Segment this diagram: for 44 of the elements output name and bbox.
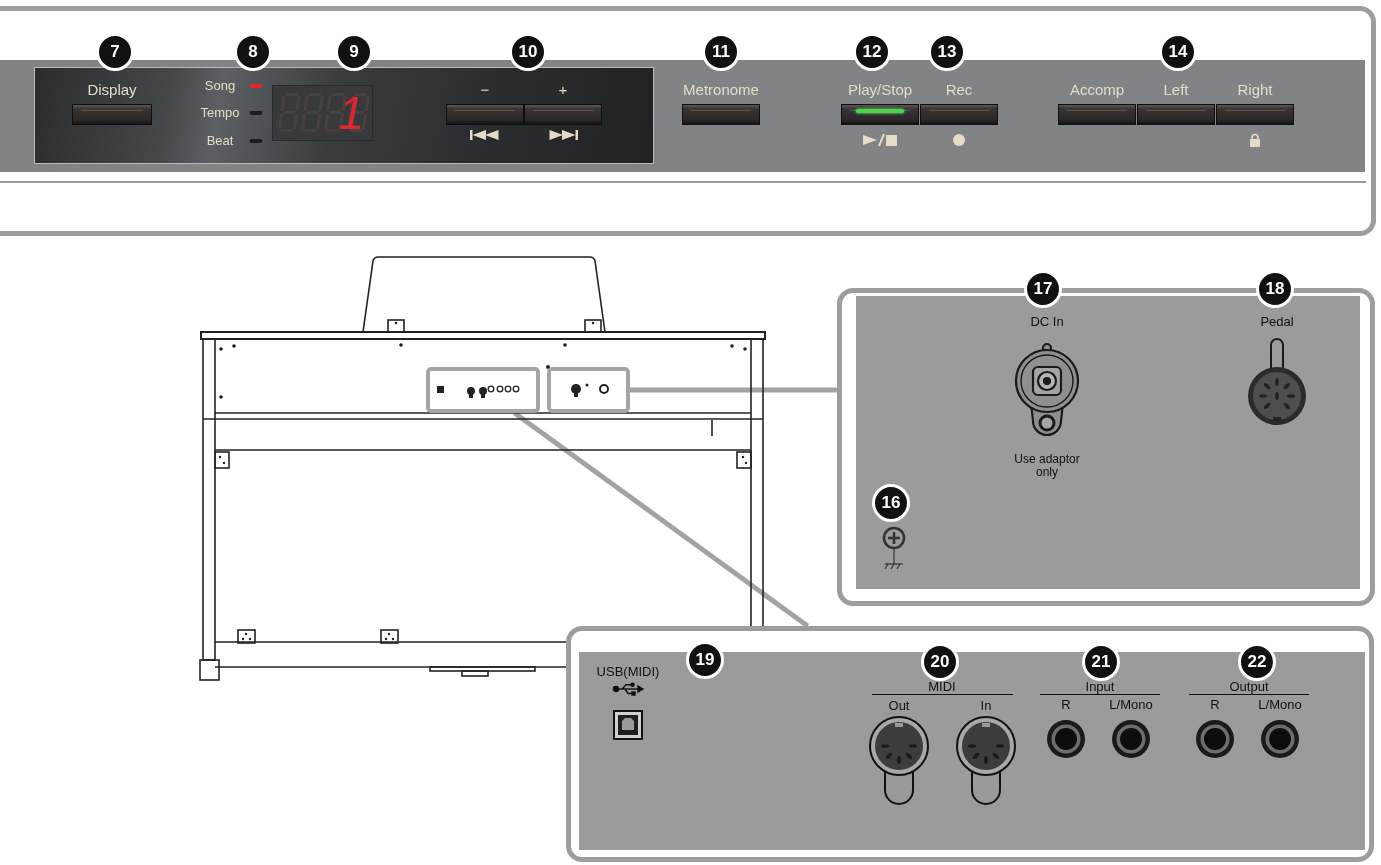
control-panel-frame xyxy=(0,6,1376,236)
zoom-frame xyxy=(547,367,630,413)
callout-number: 13 xyxy=(928,33,966,71)
callout-number: 18 xyxy=(1256,270,1294,308)
button-label: + xyxy=(558,81,568,99)
jack-label: L/Mono xyxy=(1258,697,1302,713)
callout-number: 14 xyxy=(1159,33,1197,71)
led-display xyxy=(272,85,373,141)
display-window xyxy=(34,67,654,164)
jack-label: R xyxy=(1210,697,1220,713)
button-label: Rec xyxy=(945,81,973,99)
jack-label: USB(MIDI) xyxy=(596,664,660,680)
callout-number: 11 xyxy=(702,33,740,71)
zoom-frame xyxy=(426,367,540,413)
button-label: Metronome xyxy=(683,81,759,99)
callout-number: 12 xyxy=(853,33,891,71)
indicator-label: Tempo xyxy=(200,105,240,121)
jack-label: R xyxy=(1061,697,1071,713)
connector-group-heading: MIDI xyxy=(871,679,1013,695)
button-label: Play/Stop xyxy=(847,81,913,99)
button-label: Left xyxy=(1163,81,1189,99)
display-digit: 1 xyxy=(338,87,364,139)
jack-label: Pedal xyxy=(1260,314,1294,330)
callout-number: 17 xyxy=(1024,270,1062,308)
inset-frame xyxy=(566,626,1374,862)
ground-terminal-icon xyxy=(880,526,908,570)
button-label: Right xyxy=(1237,81,1273,99)
connector-group-heading: Output xyxy=(1189,679,1309,695)
button-label: − xyxy=(480,81,490,99)
callout-number: 9 xyxy=(335,33,373,71)
jack-label: In xyxy=(980,698,992,714)
button-label: Display xyxy=(87,81,137,99)
callout-number: 8 xyxy=(234,33,272,71)
note-text: Use adaptor only xyxy=(1013,453,1081,479)
indicator-label: Song xyxy=(204,78,236,94)
connector-group-heading: Input xyxy=(1040,679,1160,695)
jack-label: L/Mono xyxy=(1109,697,1153,713)
callout-number: 10 xyxy=(509,33,547,71)
callout-number: 7 xyxy=(96,33,134,71)
button-label: Accomp xyxy=(1069,81,1125,99)
jack-label: DC In xyxy=(1030,314,1064,330)
indicator-label: Beat xyxy=(206,133,234,149)
leader-line xyxy=(630,387,837,393)
jack-label: Out xyxy=(888,698,910,714)
